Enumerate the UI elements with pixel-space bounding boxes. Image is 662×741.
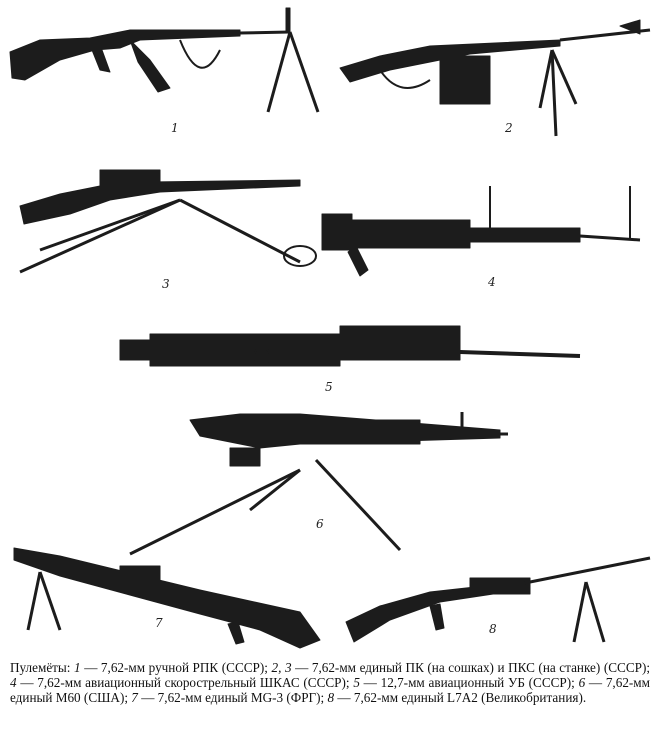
caption-item-number: 8 <box>327 690 335 705</box>
caption-item-text: — 7,62-мм авиационный скорострельный ШКА… <box>20 675 350 690</box>
figure-number-6: 6 <box>316 517 324 531</box>
caption-item-text: — 7,62-мм единый ПК (на сошках) и ПКС (н… <box>295 660 651 675</box>
figure-number-3: 3 <box>162 277 170 291</box>
machine-gun-7-illustration <box>13 547 321 649</box>
machine-gun-5-illustration <box>119 325 581 367</box>
figure-number-2: 2 <box>505 121 513 135</box>
caption-item-number: 7 <box>131 690 138 705</box>
figure-number-7: 7 <box>155 616 163 630</box>
caption-lead: Пулемёты: <box>10 660 71 675</box>
caption-item-text: — 12,7-мм авиационный УБ (СССР); <box>363 675 575 690</box>
figure-number-4: 4 <box>488 275 496 289</box>
machine-gun-1-illustration <box>9 7 320 113</box>
caption-item-text: — 7,62-мм единый MG-3 (ФРГ); <box>141 690 325 705</box>
figure-number-1: 1 <box>171 121 179 135</box>
figure-number-5: 5 <box>325 380 333 394</box>
caption-item-number: 5 <box>353 675 360 690</box>
machine-gun-8-illustration <box>345 556 651 643</box>
figure-caption: Пулемёты: 1 — 7,62-мм ручной РПК (СССР);… <box>10 660 650 705</box>
caption-item-text: — 7,62-мм ручной РПК (СССР); <box>84 660 268 675</box>
caption-item-text: — 7,62-мм единый L7A2 (Великобритания). <box>337 690 587 705</box>
figure-number-8: 8 <box>489 622 497 636</box>
machine-gun-6-illustration <box>129 412 508 556</box>
machine-gun-4-illustration <box>321 186 641 277</box>
weapons-plate <box>9 7 651 649</box>
caption-item-text: — 7,62-мм единый М60 (США); <box>10 675 650 705</box>
caption-item-number: 2, 3 <box>271 660 292 675</box>
machine-gun-2-illustration <box>339 19 651 137</box>
caption-item-number: 4 <box>10 675 17 690</box>
caption-item-number: 1 <box>74 660 81 675</box>
caption-item-number: 6 <box>578 675 586 690</box>
machine-gun-3-illustration <box>19 169 317 274</box>
